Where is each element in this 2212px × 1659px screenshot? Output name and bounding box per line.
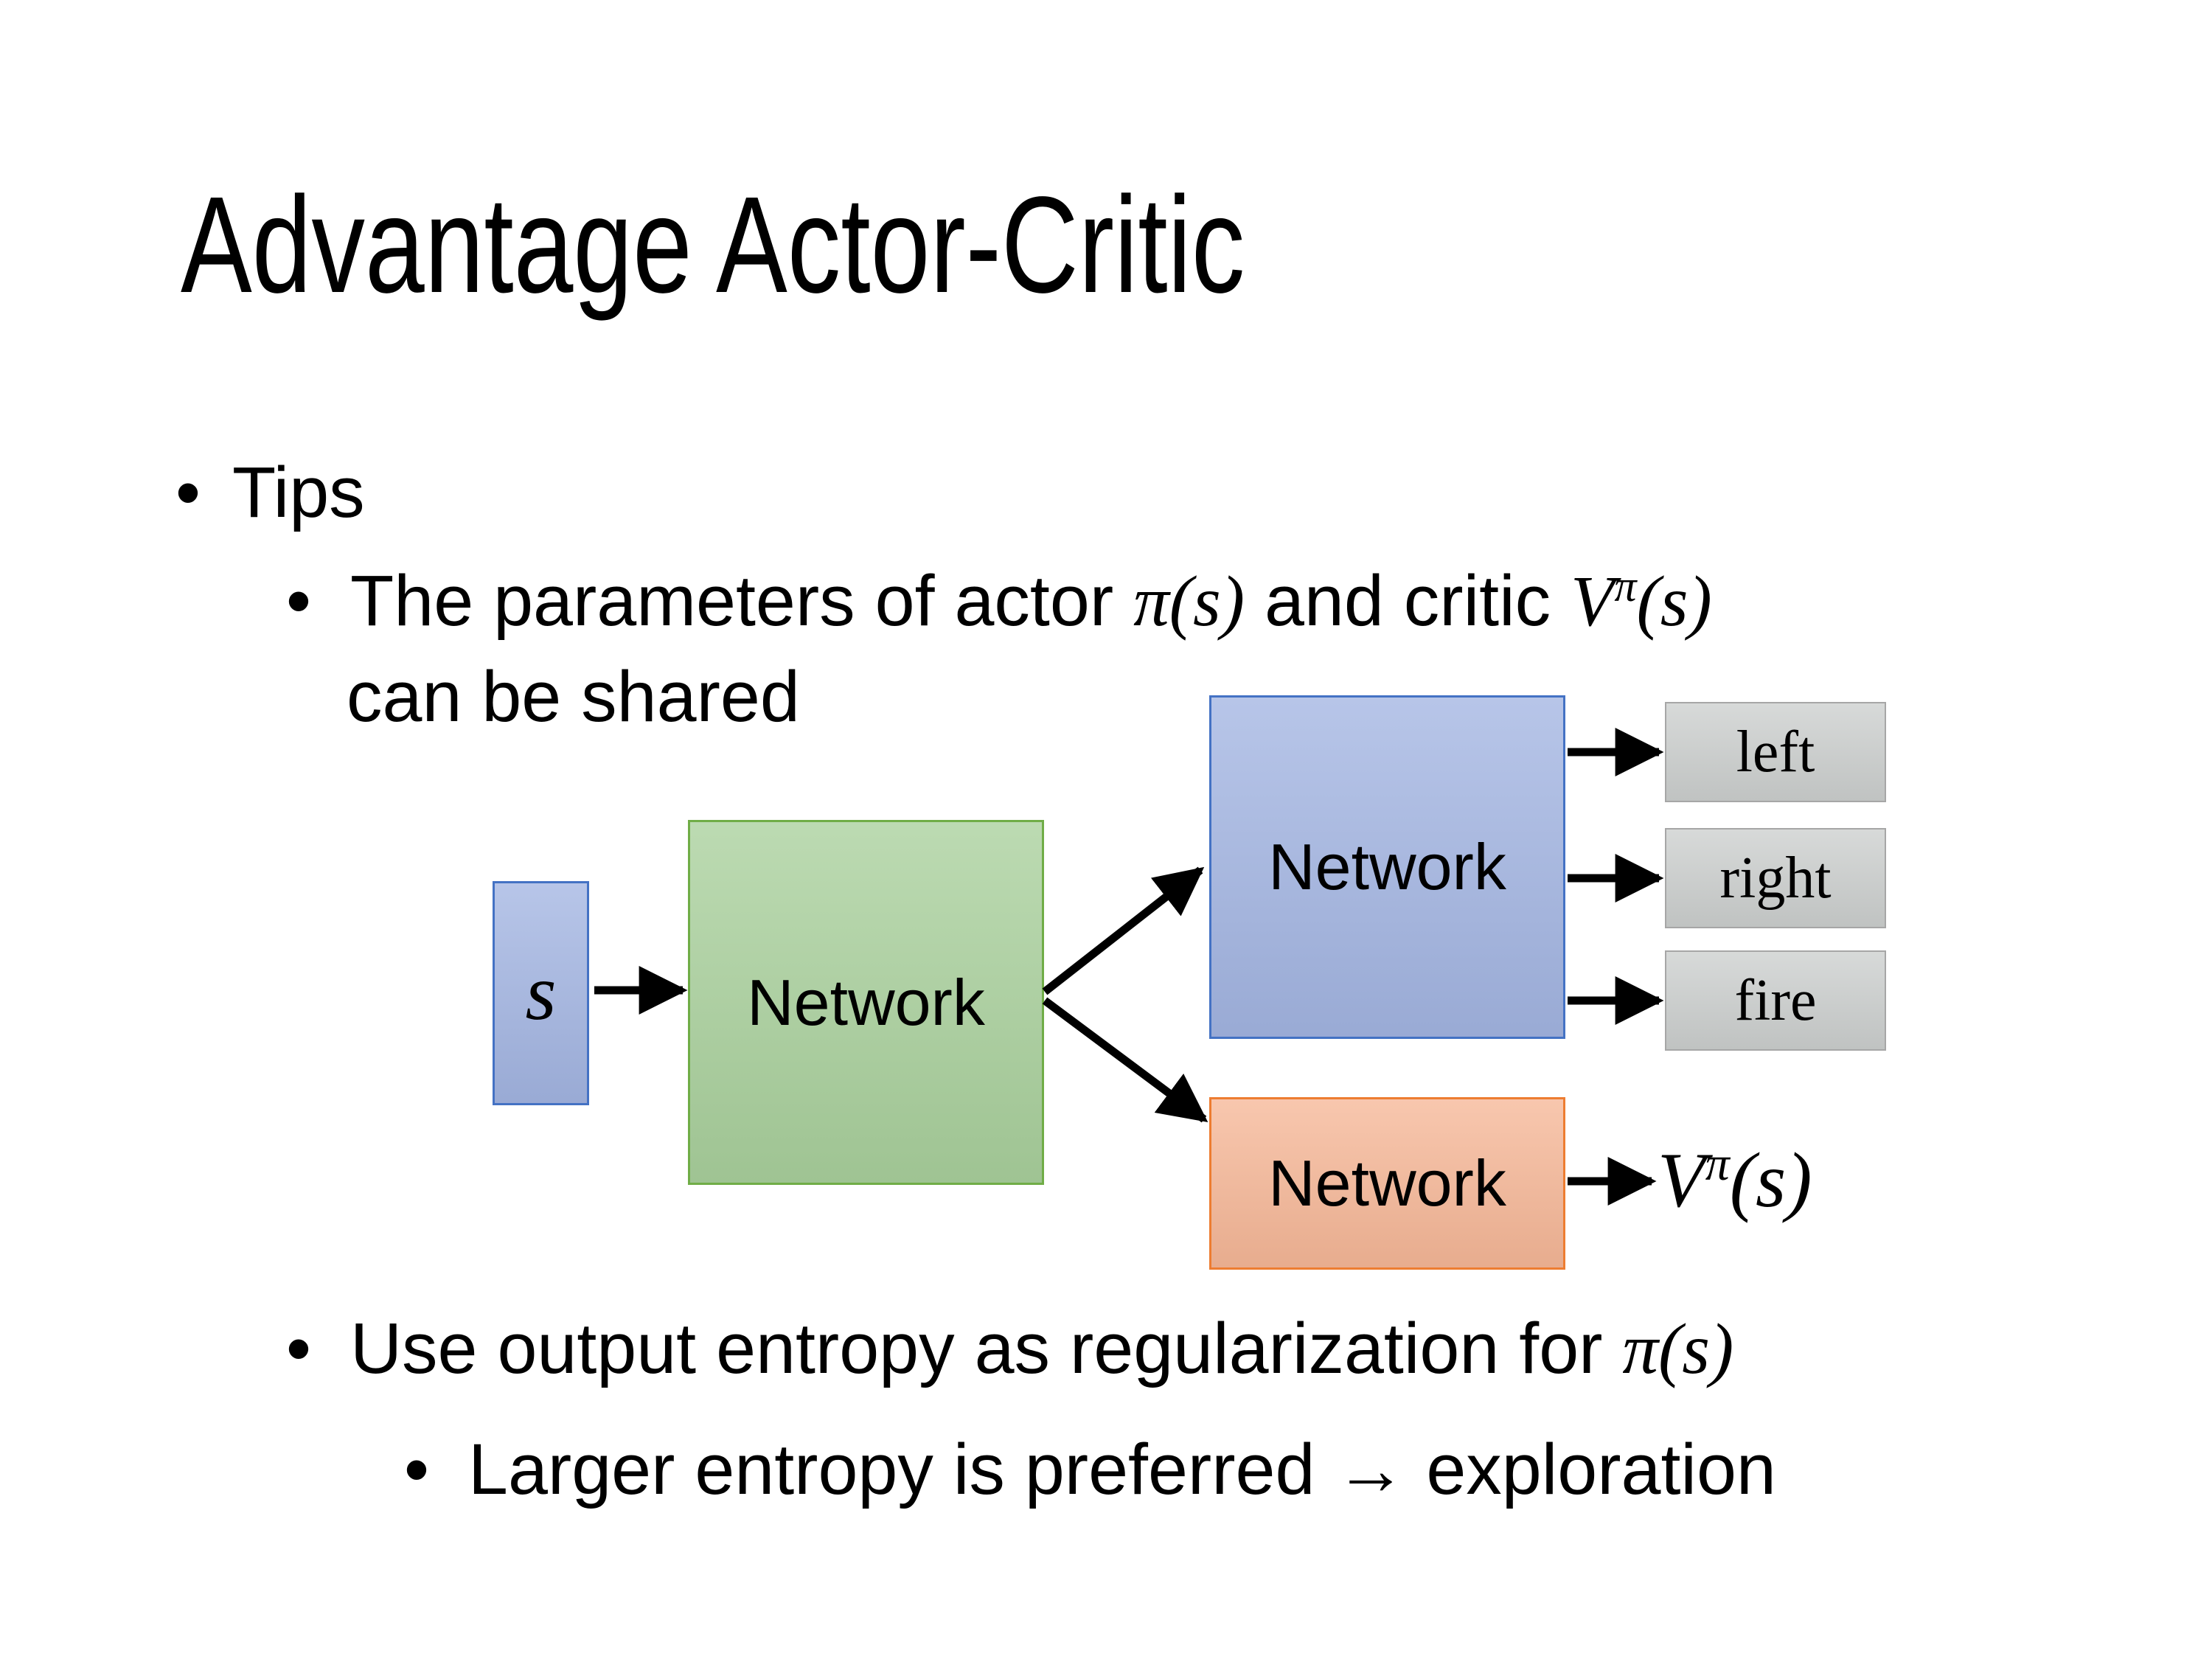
- page-title: Advantage Actor-Critic: [181, 169, 1245, 321]
- bullet-icon: •: [286, 560, 311, 641]
- action-right-box: right: [1665, 828, 1886, 928]
- actor-network-label: Network: [1268, 830, 1506, 903]
- tips-text: Tips: [232, 452, 365, 532]
- state-input-box: s: [493, 881, 589, 1105]
- action-left-box: left: [1665, 702, 1886, 802]
- arrow-shared-to-critic-icon: [1042, 997, 1208, 1123]
- shared-text-middle: and critic: [1245, 560, 1571, 641]
- arrow-shared-to-actor-icon: [1042, 866, 1205, 995]
- critic-network-box: Network: [1209, 1097, 1565, 1270]
- value-args: (s): [1729, 1137, 1812, 1223]
- shared-network-box: Network: [688, 820, 1044, 1185]
- action-right-label: right: [1719, 845, 1832, 911]
- bullet-icon: •: [175, 452, 201, 532]
- actor-policy-math: π(s): [1133, 562, 1245, 641]
- critic-value-sup: π: [1614, 561, 1637, 611]
- critic-value-base: V: [1571, 562, 1615, 641]
- action-left-label: left: [1736, 719, 1815, 785]
- critic-value-args: (s): [1636, 562, 1712, 641]
- shared-network-label: Network: [747, 965, 985, 1039]
- bullet-icon: •: [286, 1308, 311, 1388]
- action-fire-box: fire: [1665, 950, 1886, 1051]
- shared-text-before: The parameters of actor: [350, 560, 1134, 641]
- action-fire-label: fire: [1734, 967, 1817, 1033]
- shared-bullet-line2: can be shared: [347, 656, 800, 737]
- actor-network-box: Network: [1209, 695, 1565, 1039]
- value-output-math: Vπ(s): [1658, 1139, 1812, 1220]
- value-base: V: [1658, 1137, 1705, 1223]
- bullet-icon: •: [404, 1429, 429, 1509]
- exploration-bullet-line: Larger entropy is preferred → exploratio…: [468, 1429, 1776, 1509]
- critic-network-label: Network: [1268, 1147, 1506, 1220]
- value-sup: π: [1705, 1136, 1730, 1191]
- state-input-label: s: [525, 949, 557, 1037]
- policy-math: π(s): [1622, 1310, 1734, 1388]
- entropy-text-before: Use output entropy as regularization for: [350, 1308, 1623, 1388]
- entropy-bullet-line: Use output entropy as regularization for…: [350, 1312, 1733, 1385]
- shared-bullet-line1: The parameters of actor π(s) and critic …: [350, 561, 1712, 637]
